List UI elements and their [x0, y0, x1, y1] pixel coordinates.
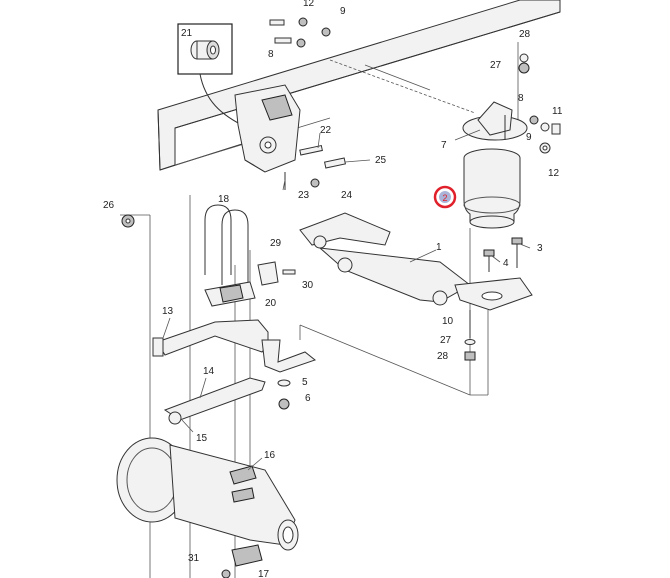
- callout-12-plate: 12: [548, 168, 560, 179]
- clamp-part-29: [257, 261, 296, 286]
- callout-21: 21: [181, 28, 193, 39]
- leaf-part-14: [163, 377, 266, 425]
- callout-5: 5: [302, 377, 308, 388]
- callout-12-frame: 12: [303, 0, 315, 9]
- highlight-marker-part-2[interactable]: 2: [433, 185, 457, 209]
- leaf-spring-part-13: [152, 319, 317, 373]
- callout-8-frame: 8: [268, 49, 274, 60]
- callout-28-top: 28: [519, 29, 531, 40]
- callout-23: 23: [298, 190, 310, 201]
- trailing-beam: [299, 212, 533, 311]
- inset-box-21: [177, 23, 252, 132]
- washers-part-5-6: [277, 379, 291, 410]
- callout-9-frame: 9: [340, 6, 346, 17]
- callout-29: 29: [270, 238, 282, 249]
- spring-hanger-bracket: [234, 84, 301, 173]
- air-spring-bellows: [463, 148, 521, 229]
- callout-27-top: 27: [490, 60, 502, 71]
- callout-27-bottom: 27: [440, 335, 452, 346]
- callout-18: 18: [218, 194, 230, 205]
- callout-9-plate: 9: [526, 132, 532, 143]
- air-spring-upper-plate: [462, 101, 528, 141]
- nut-part-26: [121, 214, 135, 228]
- callout-17: 17: [258, 569, 270, 578]
- callout-11: 11: [552, 106, 563, 117]
- callout-20: 20: [265, 298, 277, 309]
- beam-bolts: [483, 237, 523, 272]
- callout-14: 14: [203, 366, 215, 377]
- callout-1: 1: [436, 242, 442, 253]
- callout-leaders: [162, 129, 531, 471]
- callout-15: 15: [196, 433, 208, 444]
- callout-3: 3: [537, 243, 543, 254]
- u-bolts-part-18: [204, 204, 249, 285]
- callout-22: 22: [320, 125, 332, 136]
- callout-8-plate: 8: [518, 93, 524, 104]
- callout-28-bottom: 28: [437, 351, 449, 362]
- callout-7: 7: [441, 140, 447, 151]
- lower-bolt-stack: [464, 310, 476, 361]
- spring-pad-part-20: [204, 281, 256, 307]
- highlight-label: 2: [442, 193, 447, 203]
- callout-6: 6: [305, 393, 311, 404]
- callout-labels: 1 3 4 5 6 7 8 8 9 9 10 11 12 12 13 14 15…: [103, 0, 563, 578]
- nut-part-31: [221, 569, 231, 578]
- callout-30: 30: [302, 280, 314, 291]
- callout-16: 16: [264, 450, 276, 461]
- callout-10: 10: [442, 316, 454, 327]
- frame-bolts-top: [269, 17, 331, 48]
- callout-4: 4: [503, 258, 509, 269]
- callout-31: 31: [188, 553, 200, 564]
- callout-13: 13: [162, 306, 174, 317]
- axle-pads-part-16-17: [229, 465, 263, 567]
- callout-26: 26: [103, 200, 115, 211]
- callout-25: 25: [375, 155, 387, 166]
- bushing-part-21: [190, 40, 220, 60]
- right-fasteners: [518, 53, 561, 154]
- callout-24: 24: [341, 190, 353, 201]
